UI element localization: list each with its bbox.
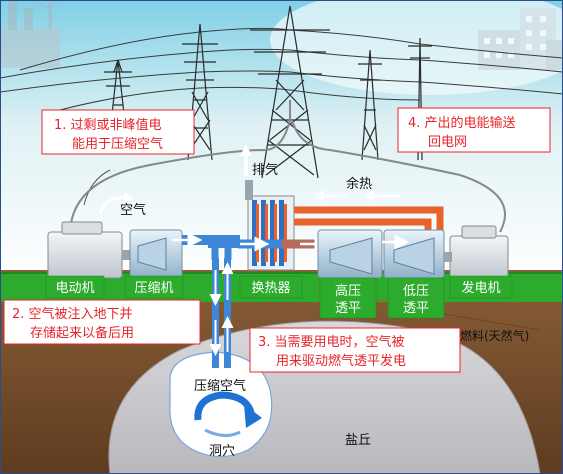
lp-turbine-label-line2: 透平 (403, 301, 429, 316)
callout-step4-line2: 回电网 (428, 135, 467, 150)
compressor-label: 压缩机 (134, 280, 173, 296)
callout-step1-line1: 1. 过剩或非峰值电 (54, 117, 162, 133)
injection-pipes (209, 258, 234, 368)
city-buildings-icon (478, 8, 563, 70)
lp-turbine (383, 229, 445, 279)
callout-step2-line2: 存储起来以备后用 (30, 325, 134, 341)
callout-step4-line1: 4. 产出的电能输送 (408, 115, 516, 131)
hp-turbine (317, 229, 383, 279)
lp-turbine-label-line1: 低压 (403, 284, 429, 299)
salt-dome-label: 盐丘 (345, 433, 371, 448)
grid-cable-left (69, 100, 291, 236)
heat-exchanger-label: 换热器 (251, 281, 290, 296)
callout-step1-line2: 能用于压缩空气 (72, 136, 163, 152)
air-label: 空气 (120, 202, 146, 218)
callout-step4: 4. 产出的电能输送 回电网 (397, 107, 551, 153)
generator-label: 发电机 (461, 280, 500, 296)
callout-step1: 1. 过剩或非峰值电 能用于压缩空气 (41, 109, 195, 155)
compressed-air-label: 压缩空气 (194, 378, 246, 394)
waste-heat-label: 余热 (346, 176, 372, 192)
grid-cable-right (291, 119, 506, 233)
compressor (129, 229, 183, 279)
electric-motor (47, 221, 130, 279)
swirl-arrow-icon (194, 391, 256, 421)
hp-turbine-label-line1: 高压 (335, 283, 361, 299)
cavern (169, 351, 273, 458)
heat-exchanger (247, 195, 295, 271)
cavern-label: 洞穴 (209, 444, 235, 459)
hp-turbine-label-line2: 透平 (335, 301, 361, 316)
fuel-label: 燃料(天然气) (460, 328, 529, 343)
exhaust-label: 排气 (252, 162, 278, 178)
power-plant-icon (0, 0, 60, 68)
generator (444, 225, 509, 279)
callout-step3-line2: 用来驱动燃气透平发电 (276, 353, 406, 369)
callout-step3-line1: 3. 当需要用电时，空气被 (258, 334, 405, 350)
callout-step3: 3. 当需要用电时，空气被 用来驱动燃气透平发电 (249, 327, 461, 373)
motor-label: 电动机 (55, 281, 94, 296)
callout-step2: 2. 空气被注入地下并 存储起来以备后用 (3, 299, 201, 345)
waste-heat-arrows (314, 190, 400, 202)
callout-step2-line1: 2. 空气被注入地下并 (12, 306, 133, 322)
